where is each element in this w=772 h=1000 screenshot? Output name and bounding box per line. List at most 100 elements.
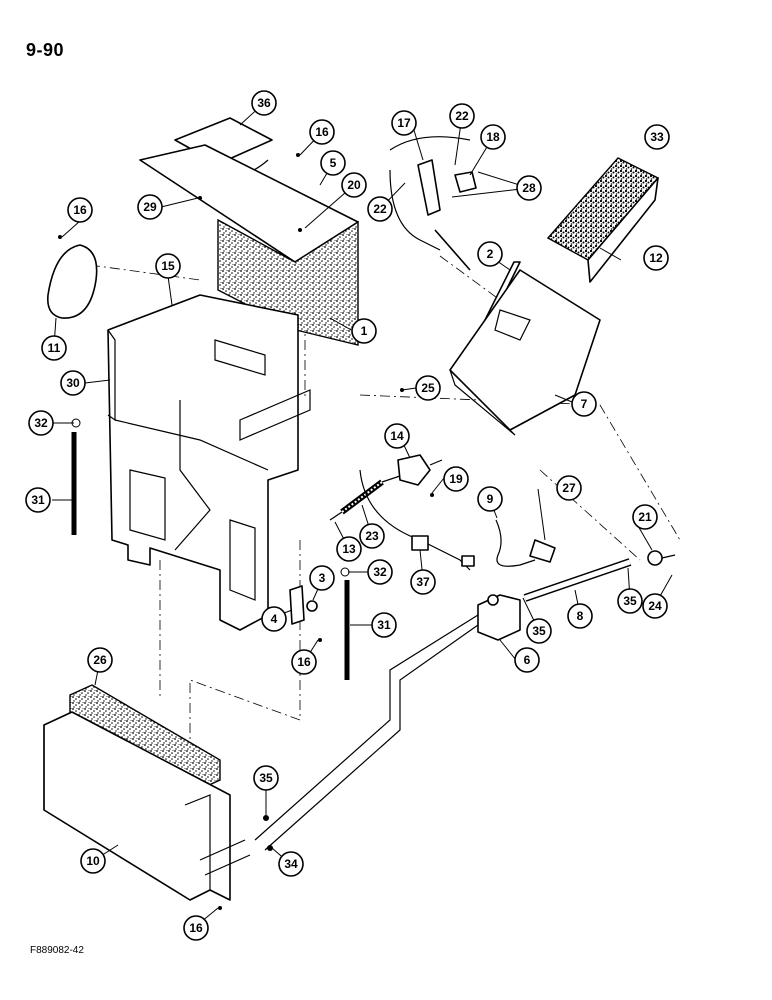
- svg-text:28: 28: [522, 181, 536, 195]
- drain-tubes: [71, 432, 350, 680]
- callout-17: 17: [391, 110, 417, 136]
- spring-rod: [329, 475, 401, 521]
- svg-text:17: 17: [397, 116, 411, 130]
- access-cover: [46, 244, 98, 319]
- svg-text:15: 15: [161, 259, 175, 273]
- svg-text:9: 9: [487, 492, 494, 506]
- svg-text:16: 16: [73, 203, 87, 217]
- svg-text:10: 10: [86, 854, 100, 868]
- callout-16-top: 16: [309, 119, 335, 145]
- callout-31-left: 31: [25, 487, 51, 513]
- fasteners: [58, 153, 434, 910]
- callout-19: 19: [443, 466, 469, 492]
- callout-1: 1: [351, 318, 377, 344]
- callout-6: 6: [514, 647, 540, 673]
- svg-text:21: 21: [638, 510, 652, 524]
- callout-24: 24: [642, 593, 668, 619]
- filter-pan: [449, 269, 601, 436]
- main-housing: [107, 294, 311, 631]
- callout-36: 36: [251, 90, 277, 116]
- svg-text:16: 16: [189, 921, 203, 935]
- svg-text:13: 13: [342, 542, 356, 556]
- svg-text:20: 20: [347, 178, 361, 192]
- wire-harness: [359, 469, 475, 571]
- svg-text:22: 22: [455, 109, 469, 123]
- callout-23: 23: [359, 523, 385, 549]
- callout-8: 8: [567, 603, 593, 629]
- svg-text:37: 37: [416, 575, 430, 589]
- callout-18: 18: [480, 124, 506, 150]
- svg-text:16: 16: [297, 655, 311, 669]
- callout-22-left: 22: [367, 196, 393, 222]
- callout-33: 33: [644, 124, 670, 150]
- figure-code: F889082-42: [30, 945, 84, 956]
- svg-text:8: 8: [577, 609, 584, 623]
- svg-text:32: 32: [373, 565, 387, 579]
- callout-2: 2: [477, 241, 503, 267]
- callout-20: 20: [341, 172, 367, 198]
- svg-text:32: 32: [34, 416, 48, 430]
- temperature-sensor: [495, 519, 556, 567]
- svg-text:3: 3: [319, 571, 326, 585]
- callout-35-mid: 35: [526, 618, 552, 644]
- svg-text:35: 35: [259, 771, 273, 785]
- water-valve: [477, 594, 521, 641]
- callout-26: 26: [87, 647, 113, 673]
- callout-16-left: 16: [67, 197, 93, 223]
- callout-35-right: 35: [617, 588, 643, 614]
- callout-32-right: 32: [367, 559, 393, 585]
- callout-27: 27: [556, 475, 582, 501]
- svg-text:11: 11: [48, 341, 61, 355]
- svg-text:2: 2: [487, 247, 494, 261]
- svg-text:12: 12: [649, 251, 663, 265]
- svg-text:36: 36: [257, 96, 271, 110]
- svg-text:1: 1: [361, 324, 368, 338]
- svg-text:31: 31: [377, 618, 391, 632]
- svg-text:7: 7: [581, 397, 588, 411]
- callout-15: 15: [155, 253, 181, 279]
- callout-25: 25: [415, 375, 441, 401]
- callout-9: 9: [477, 486, 503, 512]
- callout-13: 13: [336, 536, 362, 562]
- svg-text:6: 6: [524, 653, 531, 667]
- page-number: 9-90: [26, 40, 65, 60]
- callout-21: 21: [632, 504, 658, 530]
- svg-text:30: 30: [66, 376, 80, 390]
- svg-text:18: 18: [486, 130, 500, 144]
- svg-text:24: 24: [648, 599, 662, 613]
- callout-11: 11: [41, 335, 67, 361]
- callout-12: 12: [643, 245, 669, 271]
- bracket-detail: [389, 136, 477, 271]
- callout-7: 7: [571, 391, 597, 417]
- callout-29: 29: [137, 194, 163, 220]
- svg-text:14: 14: [390, 429, 404, 443]
- svg-text:4: 4: [271, 612, 278, 626]
- svg-text:19: 19: [449, 472, 463, 486]
- filter-element: [217, 218, 359, 346]
- svg-text:33: 33: [650, 130, 664, 144]
- svg-text:31: 31: [31, 493, 45, 507]
- heater-hoses: [254, 614, 479, 851]
- mounting-bracket: [289, 585, 318, 625]
- assembly-lines: [89, 255, 681, 840]
- callout-5: 5: [320, 150, 346, 176]
- callout-3: 3: [309, 565, 335, 591]
- callout-32-left: 32: [28, 410, 54, 436]
- svg-text:35: 35: [532, 624, 546, 638]
- callout-31-right: 31: [371, 612, 397, 638]
- callout-4: 4: [261, 606, 287, 632]
- callout-22-top: 22: [449, 103, 475, 129]
- callout-16-bottom: 16: [183, 915, 209, 941]
- callout-28: 28: [516, 175, 542, 201]
- callout-bubbles: 36 16 5 20 29 17 22 18 33 28 22 16 15 2 …: [25, 90, 670, 941]
- hose: [523, 558, 632, 602]
- hose-clamp: [647, 550, 676, 566]
- svg-text:34: 34: [284, 857, 298, 871]
- callout-37: 37: [410, 569, 436, 595]
- switch-assembly: [397, 454, 443, 486]
- callout-30: 30: [60, 370, 86, 396]
- svg-text:29: 29: [143, 200, 157, 214]
- svg-text:26: 26: [93, 653, 107, 667]
- heater-core: [43, 711, 251, 901]
